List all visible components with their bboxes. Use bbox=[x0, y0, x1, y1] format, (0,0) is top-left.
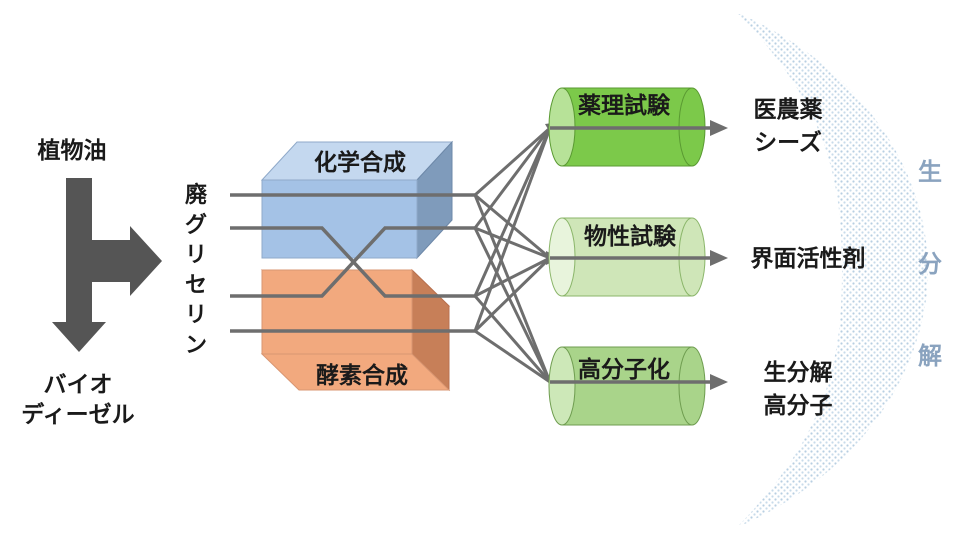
connector-arrow bbox=[473, 256, 552, 333]
enzymatic-synthesis-label: 酵素合成 bbox=[316, 362, 408, 389]
connector-arrow bbox=[474, 256, 551, 298]
feedstock-char: 廃 bbox=[185, 182, 208, 208]
biodegradation-char-1: 生 bbox=[918, 158, 942, 186]
connector-arrow bbox=[473, 295, 552, 383]
connector-arrow bbox=[474, 329, 551, 384]
biodegradation-char-3: 解 bbox=[918, 342, 942, 370]
output-arrows bbox=[550, 126, 712, 384]
product-label-surfactant: 界面活性剤 bbox=[751, 245, 866, 272]
biodegradation-char-2: 分 bbox=[918, 250, 942, 278]
source-label: 植物油 bbox=[38, 137, 107, 164]
polymerization-cylinder: 高分子化 bbox=[548, 346, 706, 426]
byproduct-label-line2: ディーゼル bbox=[21, 401, 134, 428]
product-label-pharma-line1: 医農薬 bbox=[754, 97, 823, 123]
pharmacology-test-label: 薬理試験 bbox=[578, 92, 671, 119]
connector-arrow bbox=[474, 226, 551, 260]
connector-arrow bbox=[474, 126, 551, 197]
feedstock-char: リ bbox=[185, 303, 207, 328]
feedstock-char: セ bbox=[185, 273, 207, 298]
polymerization-label: 高分子化 bbox=[578, 356, 670, 383]
connector-arrow bbox=[473, 127, 552, 297]
feedstock-char: ン bbox=[185, 333, 207, 358]
biodegradation-arc bbox=[738, 14, 928, 526]
arrowhead bbox=[710, 250, 728, 266]
arrowhead bbox=[710, 120, 728, 136]
product-label-pharma-line2: シーズ bbox=[754, 129, 822, 156]
chemical-synthesis-box: 化学合成 bbox=[260, 140, 454, 260]
connector-arrow bbox=[473, 127, 552, 229]
chemical-synthesis-label: 化学合成 bbox=[314, 149, 406, 176]
split-arrow bbox=[52, 178, 162, 352]
output-arrowheads bbox=[710, 120, 728, 390]
connector-arrow bbox=[473, 127, 552, 332]
connector-arrow bbox=[473, 227, 552, 383]
enzymatic-synthesis-box: 酵素合成 bbox=[260, 268, 451, 392]
product-label-polymer-line2: 高分子 bbox=[764, 392, 833, 419]
flow-line bbox=[230, 226, 475, 298]
feedstock-label: 廃 グ リ セ リ ン bbox=[185, 182, 208, 358]
synthesis-flow-lines bbox=[230, 193, 475, 333]
product-label-polymer-line1: 生分解 bbox=[764, 359, 833, 386]
connector-arrow bbox=[473, 194, 552, 383]
arrowhead bbox=[710, 374, 728, 390]
feedstock-char: リ bbox=[185, 243, 207, 268]
feedstock-char: グ bbox=[185, 212, 207, 238]
property-test-label: 物性試験 bbox=[584, 223, 677, 250]
test-connector-arrows bbox=[473, 126, 552, 384]
byproduct-label-line1: バイオ bbox=[44, 372, 113, 398]
